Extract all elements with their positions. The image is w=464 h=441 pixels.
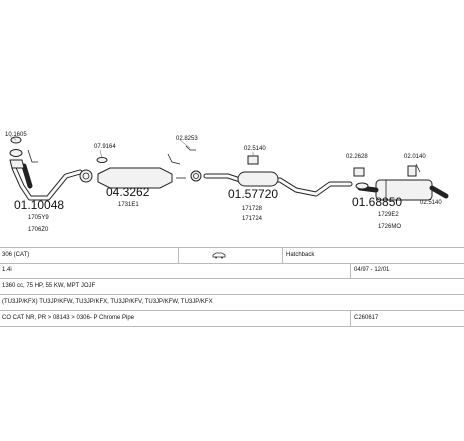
body-type-text: Hatchback <box>286 252 315 258</box>
part-ref-label: 171724 <box>242 216 263 222</box>
clamp-fitting <box>190 170 202 182</box>
part-code-label: 01.57720 <box>228 187 278 201</box>
part-code-label: 01.68850 <box>352 195 402 209</box>
catalog-code-text: C260617 <box>354 315 379 321</box>
catalytic-converter-part[interactable] <box>79 167 186 189</box>
gasket-fitting <box>96 149 108 163</box>
part-ref-label: 1706Z0 <box>28 227 49 233</box>
rear-silencer-part[interactable] <box>355 179 449 201</box>
front-downpipe-part[interactable] <box>9 149 83 201</box>
engine-codes-text: (TU3JP/KFX) TU3JP/KFW, TU3JP/KFX, TU3JP/… <box>2 299 213 305</box>
fitting-code-label: 02.5140 <box>244 146 266 152</box>
car-icon <box>212 252 226 259</box>
info-row: 1.4i 04/97 - 12/01 <box>0 263 464 279</box>
dates-text: 04/97 - 12/01 <box>354 267 390 273</box>
part-ref-label: 171728 <box>242 206 263 212</box>
notes-text: CO CAT NR, PR > 08143 > 0306- P Chrome P… <box>2 315 135 321</box>
fitting-code-label: 02.8253 <box>176 136 198 142</box>
info-row: (TU3JP/KFX) TU3JP/KFW, TU3JP/KFX, TU3JP/… <box>0 295 464 311</box>
part-ref-label: 1729E2 <box>378 212 399 218</box>
clamp-fitting <box>167 139 196 165</box>
fitting-code-label: 02.0140 <box>404 154 426 160</box>
engine-text: 1.4i <box>2 267 12 273</box>
fitting-code-label: 02.5140 <box>420 200 442 206</box>
part-code-label: 04.3262 <box>106 185 150 199</box>
exhaust-diagram: 01.10048 1705Y9 1706Z0 04.3262 1731E1 01… <box>5 132 449 233</box>
model-text: 306 (CAT) <box>2 252 30 258</box>
part-ref-label: 1731E1 <box>118 202 139 208</box>
spec-text: 1360 cc, 75 HP, 55 KW, MPT JOJF <box>2 283 96 289</box>
info-row: CO CAT NR, PR > 08143 > 0306- P Chrome P… <box>0 311 464 327</box>
fitting-code-label: 07.9164 <box>94 144 116 150</box>
part-ref-label: 1705Y9 <box>28 215 49 221</box>
clamp-fitting <box>27 149 38 163</box>
info-row: 306 (CAT) Hatchback <box>0 247 464 264</box>
rubber-hanger-fitting <box>247 152 259 165</box>
centre-silencer-part[interactable] <box>203 171 353 197</box>
part-code-label: 01.10048 <box>14 198 64 212</box>
fitting-code-label: 02.2628 <box>346 154 368 160</box>
fitting-code-label: 10.1605 <box>5 132 27 138</box>
part-ref-label: 1726MO <box>378 224 401 230</box>
info-row: 1360 cc, 75 HP, 55 KW, MPT JOJF <box>0 279 464 295</box>
gasket-fitting <box>9 135 22 144</box>
rubber-hanger-fitting <box>353 163 421 177</box>
